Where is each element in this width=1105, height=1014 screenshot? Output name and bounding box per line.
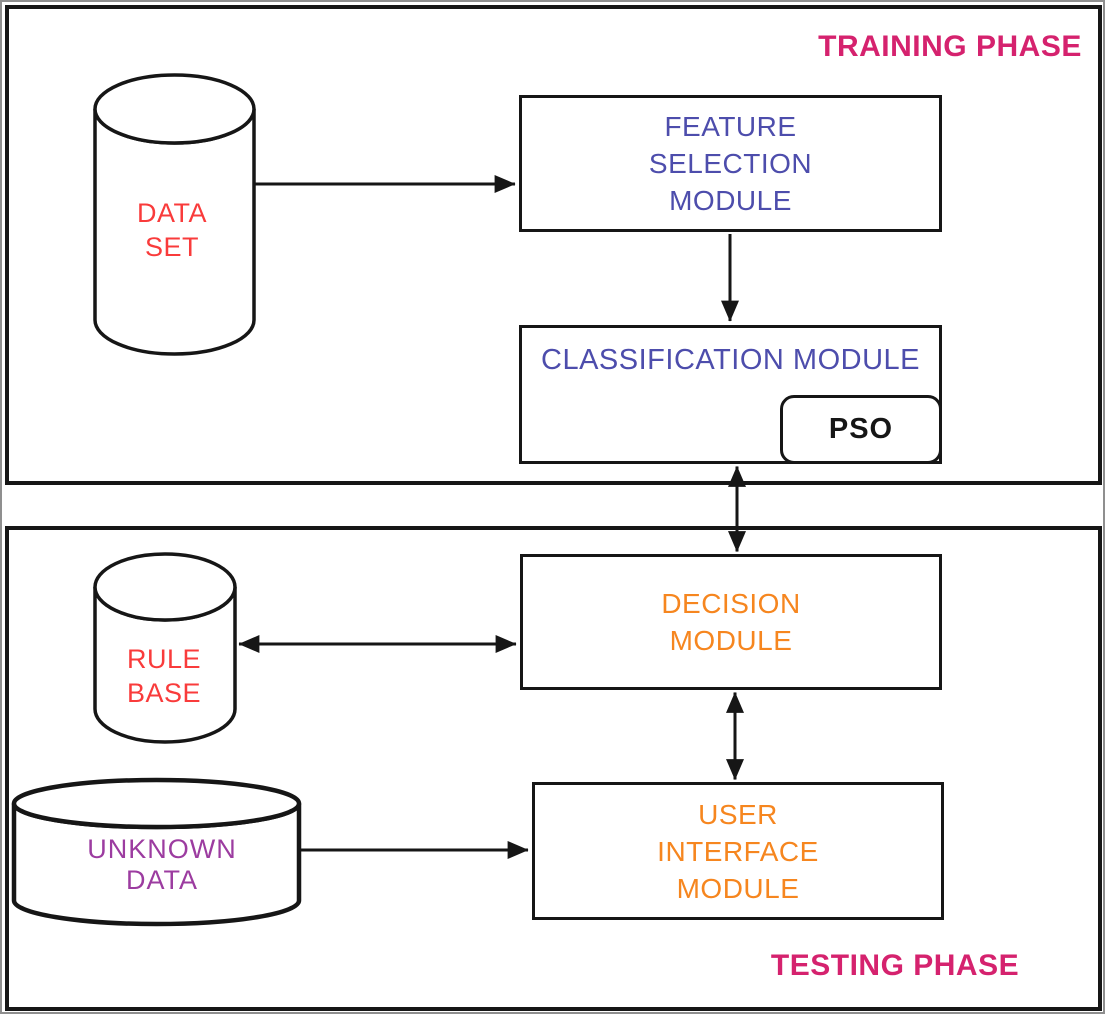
dataset-label-line: SET [144, 232, 200, 262]
feature-selection-label-line: FEATURE [664, 111, 797, 142]
user-interface-label-line: INTERFACE [657, 835, 819, 867]
user-interface-label-line: USER [698, 798, 778, 830]
rule-base-label: RULE BASE [127, 642, 201, 710]
dataset-label-line: DATA [136, 198, 208, 228]
pso-label: PSO [828, 413, 894, 445]
training-phase-label: TRAINING PHASE [818, 30, 1082, 63]
user-interface-module-label: USER INTERFACE MODULE [657, 796, 819, 907]
feature-selection-module-label: FEATURE SELECTION MODULE [649, 108, 812, 219]
decision-label-line: DECISION [661, 588, 801, 619]
rule-base-label-line: RULE [126, 644, 202, 674]
feature-selection-label-line: MODULE [669, 185, 792, 216]
decision-module-label: DECISION MODULE [661, 585, 800, 659]
unknown-data-label-line: DATA [125, 865, 198, 895]
decision-module-box: DECISION MODULE [520, 554, 942, 690]
pso-box: PSO [780, 395, 942, 464]
rule-base-label-line: BASE [126, 678, 202, 708]
classification-module-label: CLASSIFICATION MODULE [541, 344, 920, 376]
dataset-label: DATA SET [137, 196, 207, 264]
decision-label-line: MODULE [669, 625, 793, 656]
feature-selection-label-line: SELECTION [648, 148, 813, 179]
user-interface-label-line: MODULE [676, 872, 800, 904]
feature-selection-module-box: FEATURE SELECTION MODULE [519, 95, 942, 232]
unknown-data-label: UNKNOWN DATA [87, 834, 237, 896]
user-interface-module-box: USER INTERFACE MODULE [532, 782, 944, 920]
testing-phase-label: TESTING PHASE [770, 949, 1020, 982]
unknown-data-label-line: UNKNOWN [87, 834, 237, 864]
